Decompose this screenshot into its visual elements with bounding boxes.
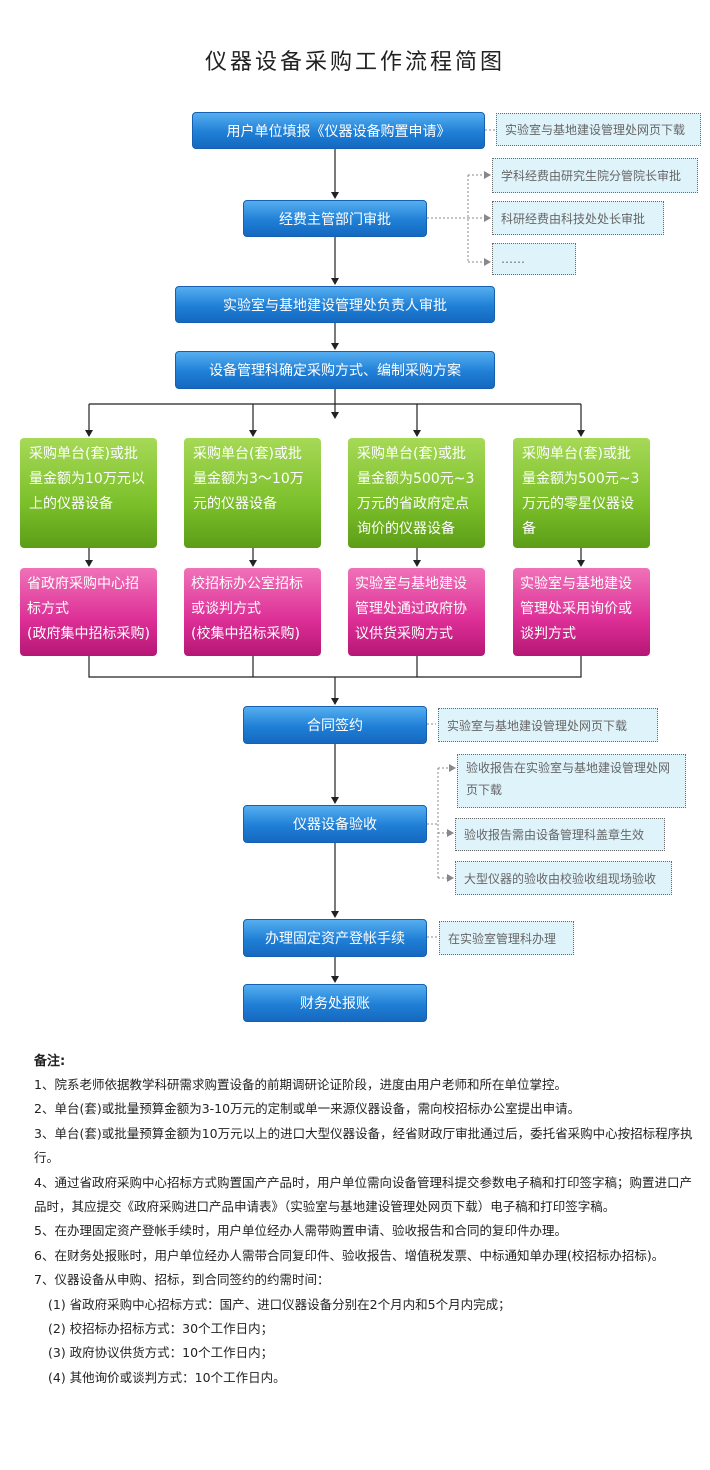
remarks-heading: 备注: xyxy=(34,1054,66,1069)
note-asset: 在实验室管理科办理 xyxy=(439,921,574,955)
step-asset-registration: 办理固定资产登帐手续 xyxy=(243,919,427,957)
step-finance: 财务处报账 xyxy=(243,984,427,1022)
remarks-section: 备注: 1、院系老师依据教学科研需求购置设备的前期调研论证阶段，进度由用户老师和… xyxy=(34,1050,694,1390)
remark-item: 7、仪器设备从申购、招标，到合同签约的约需时间： xyxy=(34,1272,330,1288)
remark-sub-item: (4) 其他询价或谈判方式：10个工作日内。 xyxy=(48,1369,286,1385)
note-apply: 实验室与基地建设管理处网页下载 xyxy=(496,113,701,146)
remark-item: 4、通过省政府采购中心招标方式购置国产产品时，用户单位需向设备管理科提交参数电子… xyxy=(34,1174,692,1215)
flow-connectors xyxy=(85,129,585,983)
note-acceptance-3: 大型仪器的验收由校验收组现场验收 xyxy=(455,861,672,895)
method-inquiry-negotiation: 实验室与基地建设管理处采用询价或谈判方式 xyxy=(513,568,650,656)
step-lab-head-approval: 实验室与基地建设管理处负责人审批 xyxy=(175,286,495,323)
note-funding-2: 科研经费由科技处处长审批 xyxy=(492,201,664,235)
remark-item: 1、院系老师依据教学科研需求购置设备的前期调研论证阶段，进度由用户老师和所在单位… xyxy=(34,1077,567,1092)
condition-30k-100k: 采购单台(套)或批量金额为3～10万元的仪器设备 xyxy=(184,438,321,548)
remark-sub-item: (2) 校招标办招标方式：30个工作日内； xyxy=(48,1321,274,1337)
remark-sub-item: (3) 政府协议供货方式：10个工作日内； xyxy=(48,1345,274,1361)
step-apply: 用户单位填报《仪器设备购置申请》 xyxy=(192,112,485,149)
remark-item: 3、单台(套)或批量预算金额为10万元以上的进口大型仪器设备，经省财政厅审批通过… xyxy=(34,1125,693,1166)
step-contract: 合同签约 xyxy=(243,706,427,744)
step-funding-approval: 经费主管部门审批 xyxy=(243,200,427,237)
note-acceptance-2: 验收报告需由设备管理科盖章生效 xyxy=(455,818,665,851)
step-procurement-plan: 设备管理科确定采购方式、编制采购方案 xyxy=(175,351,495,389)
remark-sub-item: (1) 省政府采购中心招标方式：国产、进口仪器设备分别在2个月内和5个月内完成； xyxy=(48,1296,511,1312)
note-acceptance-1: 验收报告在实验室与基地建设管理处网页下载 xyxy=(457,754,686,808)
condition-over-100k: 采购单台(套)或批量金额为10万元以上的仪器设备 xyxy=(20,438,157,548)
remark-item: 5、在办理固定资产登帐手续时，用户单位经办人需带购置申请、验收报告和合同的复印件… xyxy=(34,1223,567,1239)
method-school-tender: 校招标办公室招标或谈判方式 (校集中招标采购) xyxy=(184,568,321,656)
note-funding-3: …… xyxy=(492,243,576,275)
note-funding-1: 学科经费由研究生院分管院长审批 xyxy=(492,158,698,193)
condition-500-30k-fixed-point: 采购单台(套)或批量金额为500元~3万元的省政府定点询价的仪器设备 xyxy=(348,438,485,548)
method-provincial-tender: 省政府采购中心招标方式 (政府集中招标采购) xyxy=(20,568,157,656)
step-acceptance: 仪器设备验收 xyxy=(243,805,427,843)
remark-item: 2、单台(套)或批量预算金额为3-10万元的定制或单一来源仪器设备，需向校招标办… xyxy=(34,1101,581,1117)
condition-500-30k-sporadic: 采购单台(套)或批量金额为500元~3万元的零星仪器设备 xyxy=(513,438,650,548)
page-title: 仪器设备采购工作流程简图 xyxy=(204,50,505,75)
remark-item: 6、在财务处报账时，用户单位经办人需带合同复印件、验收报告、增值税发票、中标通知… xyxy=(34,1247,665,1263)
note-contract: 实验室与基地建设管理处网页下载 xyxy=(438,708,658,742)
method-agreement-supply: 实验室与基地建设管理处通过政府协议供货采购方式 xyxy=(348,568,485,656)
